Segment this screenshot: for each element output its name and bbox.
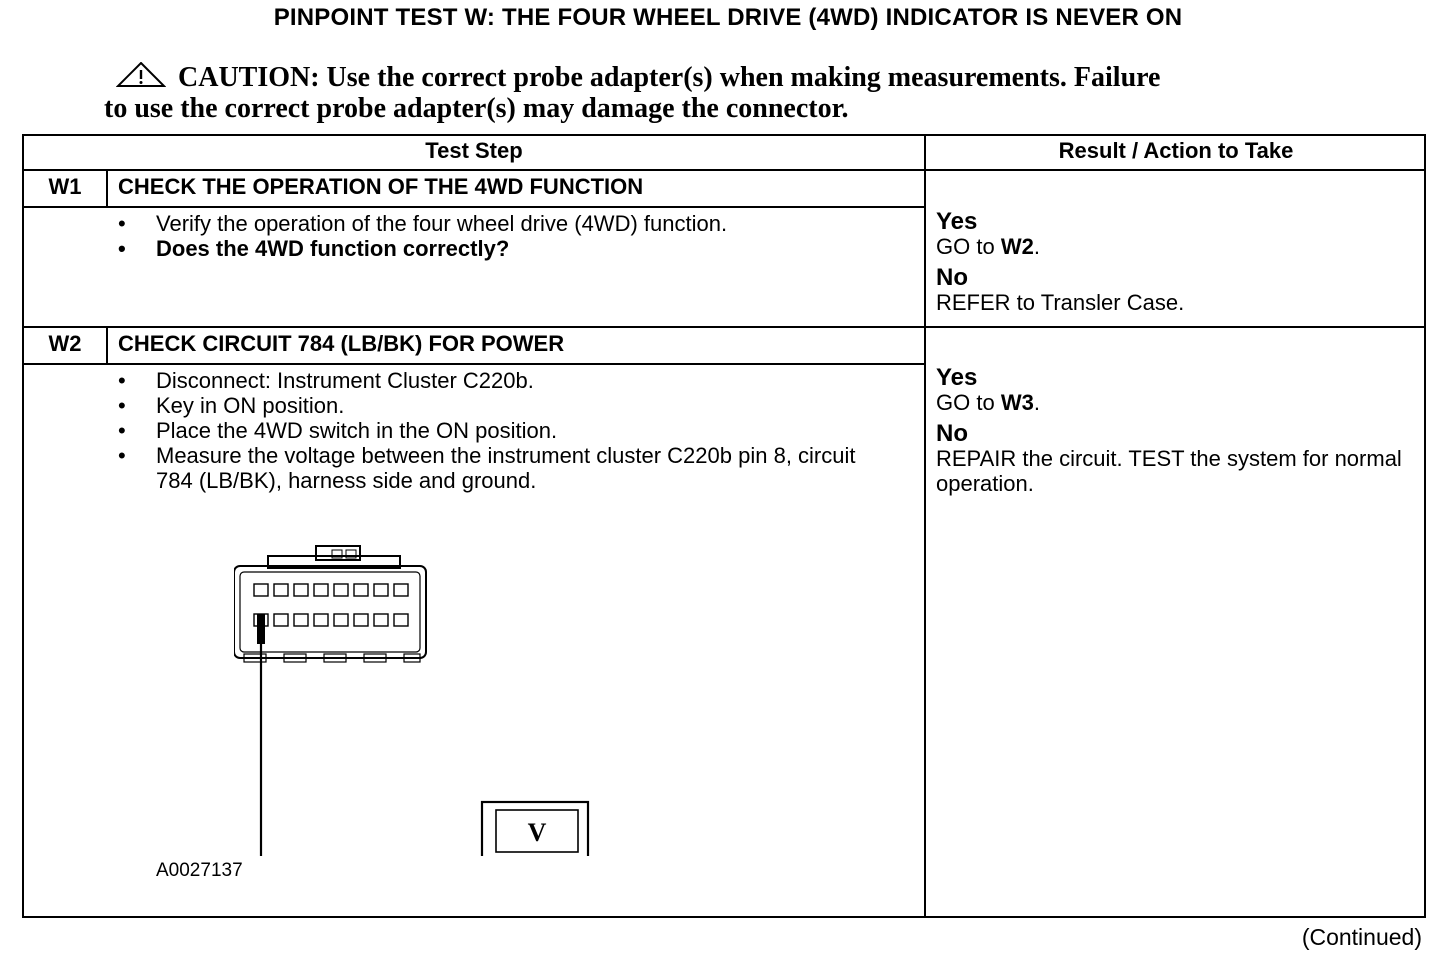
caution-triangle-icon: [116, 62, 166, 87]
w1-result: Yes GO to W2. No REFER to Transler Case.: [936, 209, 1416, 315]
w1-yes-label: Yes: [936, 208, 978, 235]
w1-no-action: REFER to Transler Case.: [936, 290, 1185, 315]
list-item: Does the 4WD function correctly?: [118, 236, 908, 261]
list-item: Key in ON position.: [118, 393, 898, 418]
w2-result: Yes GO to W3. No REPAIR the circuit. TES…: [936, 365, 1416, 496]
caution-line-2: to use the correct probe adapter(s) may …: [104, 93, 849, 124]
caution-note: CAUTION: Use the correct probe adapter(s…: [104, 62, 1354, 124]
header-test-step: Test Step: [425, 138, 523, 163]
list-item: Measure the voltage between the instrume…: [118, 443, 898, 493]
w2-title-rule: [24, 363, 924, 365]
w2-no-label: No: [936, 420, 968, 447]
voltmeter-icon: V + −: [480, 800, 590, 856]
list-item: Place the 4WD switch in the ON position.: [118, 418, 898, 443]
w2-yes-action: GO to W3.: [936, 390, 1416, 415]
w2-no-action: REPAIR the circuit. TEST the system for …: [936, 446, 1402, 496]
w1-bullet-list: Verify the operation of the four wheel d…: [118, 211, 908, 261]
voltage-measurement-diagram: V + −: [234, 545, 590, 856]
meter-label: V: [528, 818, 547, 847]
id-divider-w1: [106, 170, 108, 206]
connector-icon: [234, 545, 427, 663]
figure-id: A0027137: [156, 860, 243, 881]
w1-no-label: No: [936, 264, 968, 291]
pinpoint-test-table: Test Step Result / Action to Take W1 CHE…: [22, 134, 1426, 918]
w2-yes-end: .: [1033, 390, 1040, 415]
id-divider-w2: [106, 327, 108, 363]
step-title-w1: CHECK THE OPERATION OF THE 4WD FUNCTION: [118, 174, 644, 199]
page-title: PINPOINT TEST W: THE FOUR WHEEL DRIVE (4…: [273, 4, 1183, 31]
caution-line-1: CAUTION: Use the correct probe adapter(s…: [178, 62, 1161, 93]
header-rule: [24, 169, 1424, 171]
w2-yes-label: Yes: [936, 364, 978, 391]
continued-note: (Continued): [1301, 924, 1422, 950]
w1-yes-end: .: [1033, 234, 1040, 259]
w1-bottom-rule: [24, 326, 1424, 328]
w2-yes-text: GO to: [936, 390, 995, 415]
list-item: Disconnect: Instrument Cluster C220b.: [118, 368, 898, 393]
w2-bullet-list: Disconnect: Instrument Cluster C220b. Ke…: [118, 368, 898, 493]
w1-yes-target: W2: [1000, 234, 1034, 259]
w1-title-rule: [24, 206, 924, 208]
list-item: Verify the operation of the four wheel d…: [118, 211, 908, 236]
step-id-w1: W1: [48, 174, 82, 199]
column-divider: [924, 136, 926, 916]
w1-yes-text: GO to: [936, 234, 995, 259]
w2-yes-target: W3: [1000, 390, 1034, 415]
step-title-w2: CHECK CIRCUIT 784 (LB/BK) FOR POWER: [118, 331, 565, 356]
w1-yes-action: GO to W2.: [936, 234, 1416, 259]
step-id-w2: W2: [48, 331, 82, 356]
header-result-action: Result / Action to Take: [1058, 138, 1294, 163]
